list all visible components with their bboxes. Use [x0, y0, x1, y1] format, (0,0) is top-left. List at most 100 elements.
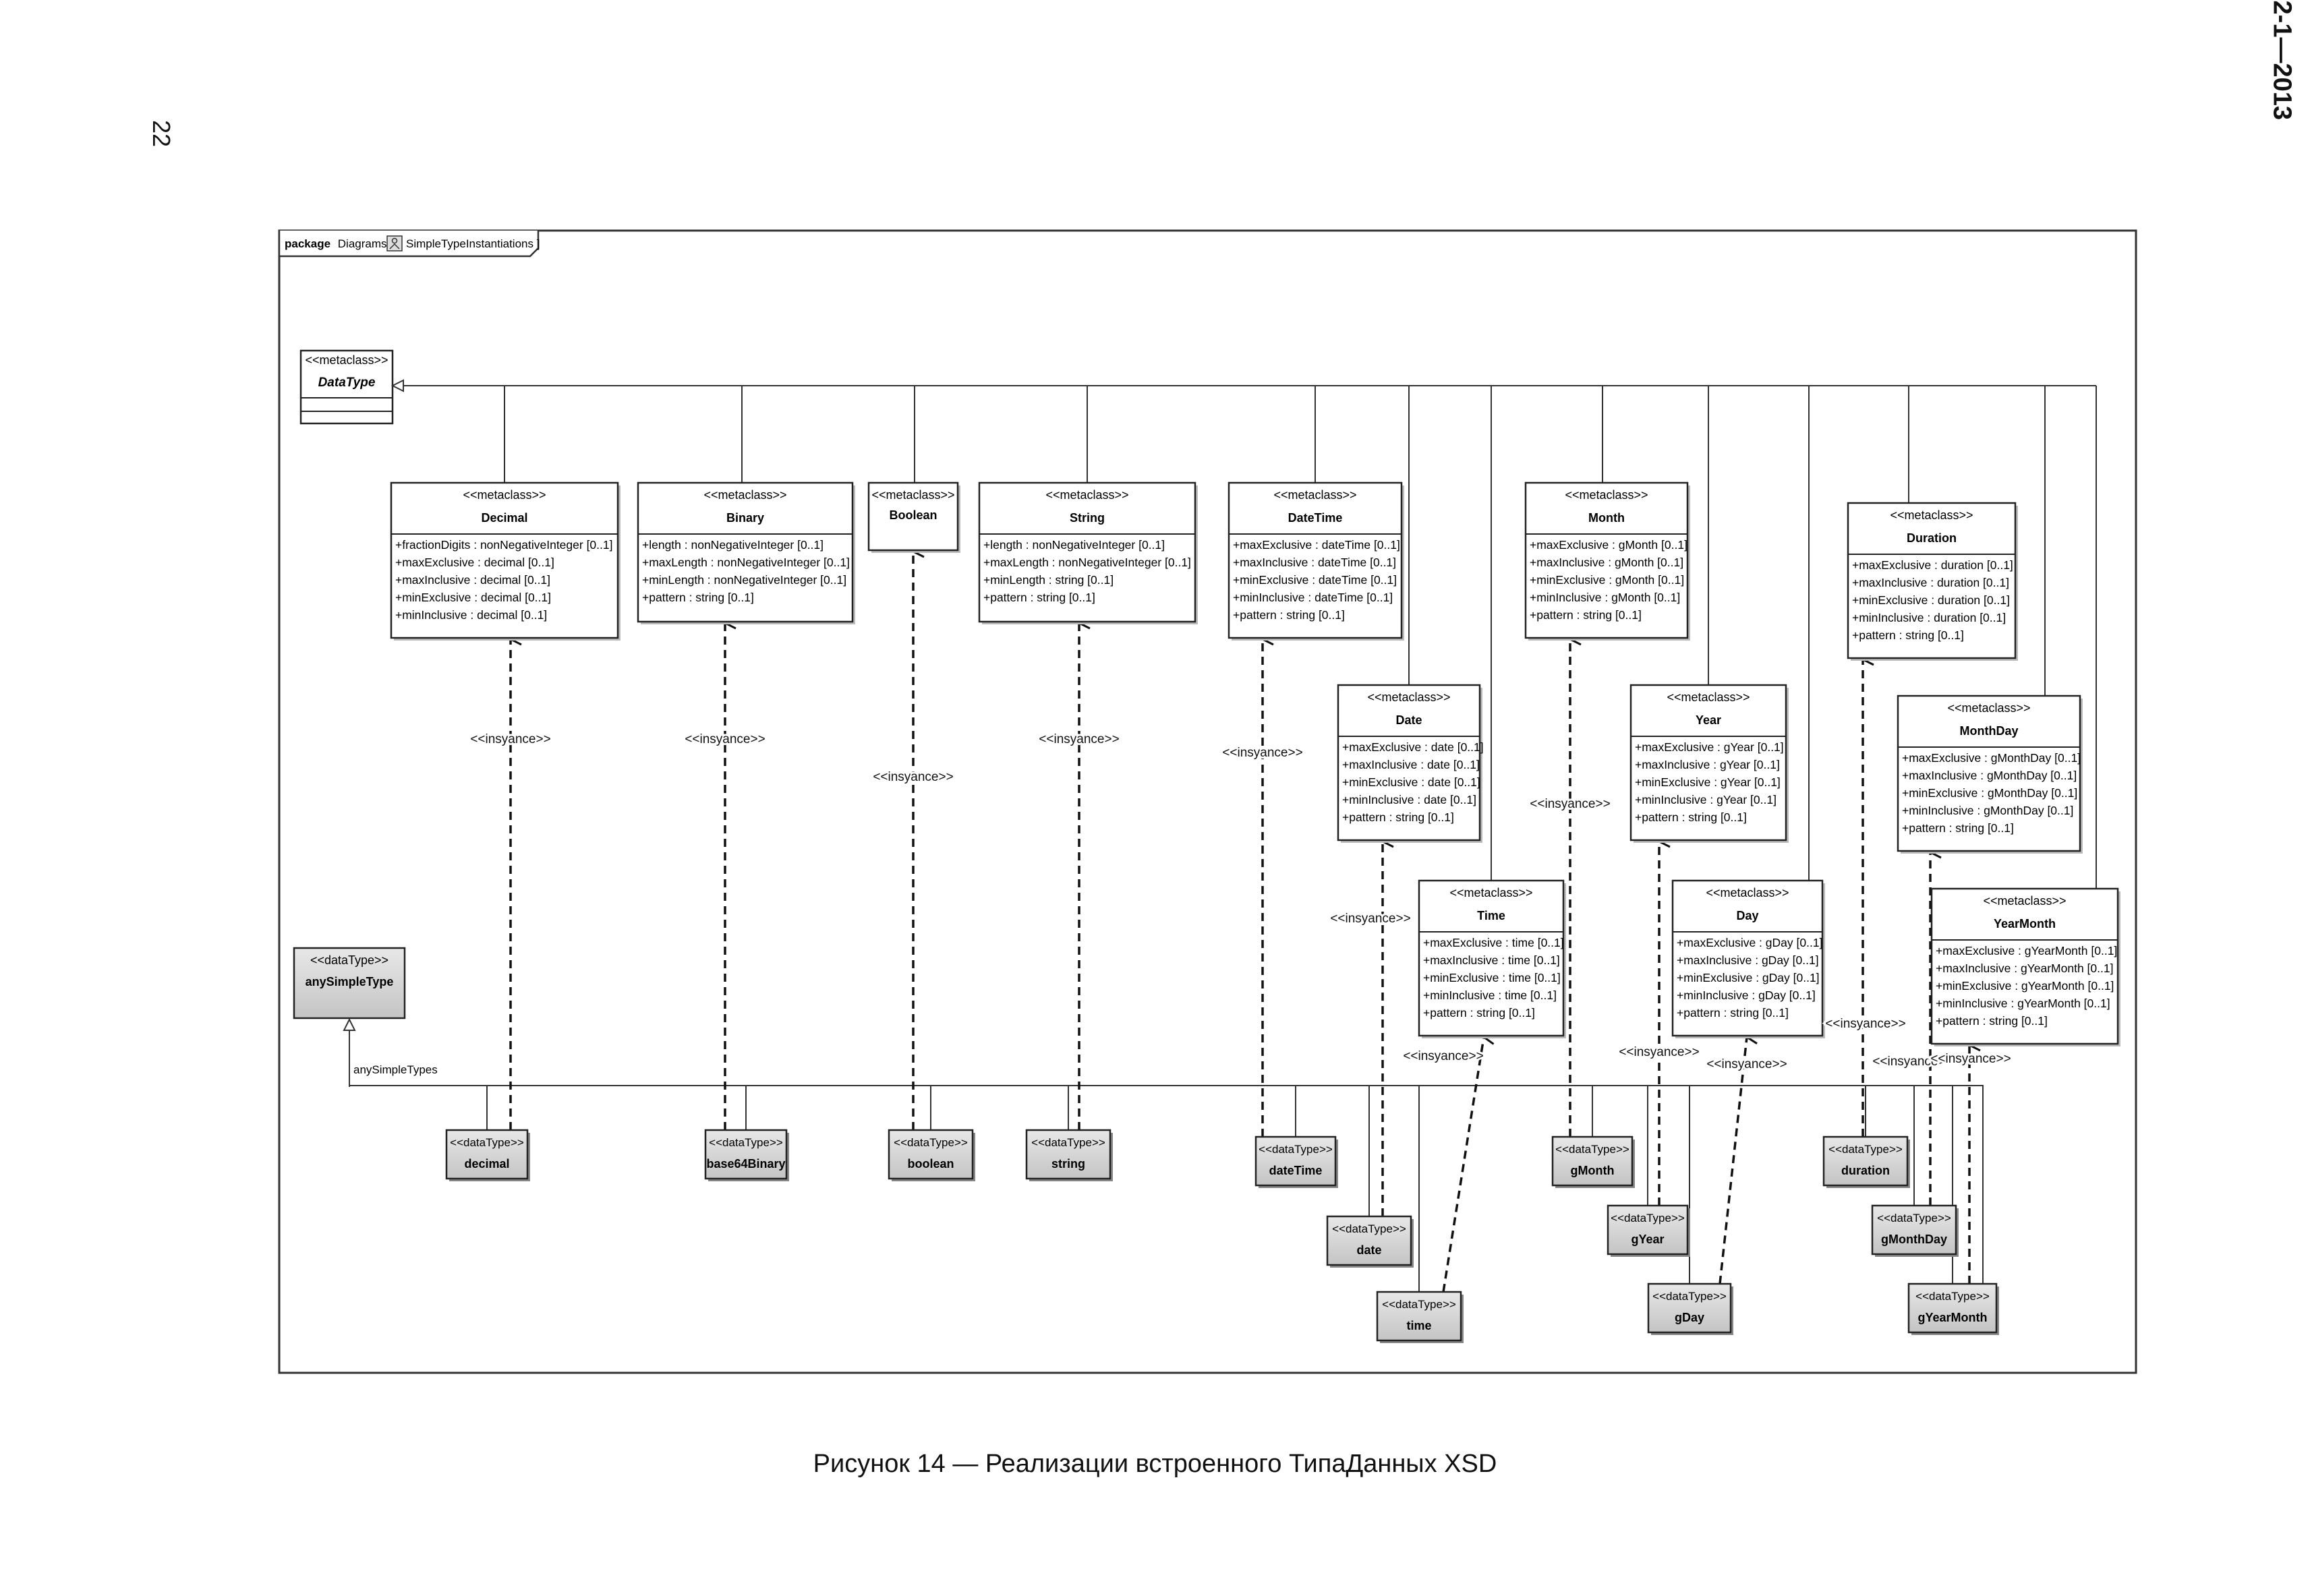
metaclass-datetime[interactable]: <<metaclass>>DateTime+maxExclusive : dat… — [1228, 481, 1404, 641]
box-frame — [1025, 1129, 1111, 1180]
realization-label: <<insyance>> — [1619, 1045, 1699, 1059]
stereotype-label: <<metaclass>> — [871, 488, 954, 502]
datatype-decimal[interactable]: <<dataType>>decimal — [445, 1129, 530, 1181]
realization-label: <<insyance>> — [685, 732, 765, 746]
metaclass-decimal[interactable]: <<metaclass>> Decimal +fractionDigits : no… — [390, 481, 620, 641]
metaclass-day[interactable]: <<metaclass>> Day +maxExclusive : gDay [0.… — [1671, 879, 1825, 1038]
datatype-anysimpletype[interactable]: <<dataType>> anySimpleType — [293, 947, 406, 1019]
metaclass-duration[interactable]: <<metaclass>>Duration+maxExclusive : dur… — [1847, 502, 2018, 661]
attribute: +pattern : string [0..1] — [1635, 810, 1747, 824]
attribute: +pattern : string [0..1] — [1233, 608, 1345, 622]
datatype-gyearmonth[interactable]: <<dataType>>gYearMonth — [1907, 1282, 1999, 1335]
attribute: +maxLength : nonNegativeInteger [0..1] — [642, 556, 850, 569]
stereotype-label: <<metaclass>> — [1890, 508, 1973, 522]
class-name: date — [1356, 1243, 1381, 1257]
box-frame — [1822, 1135, 1909, 1187]
attribute: +minInclusive : gYearMonth [0..1] — [1936, 997, 2110, 1010]
class-name: Decimal — [481, 511, 527, 525]
attribute: +pattern : string [0..1] — [1342, 810, 1454, 824]
box-frame — [1629, 684, 1787, 841]
datatype-date[interactable]: <<dataType>>date — [1326, 1215, 1414, 1268]
datatype-string[interactable]: <<dataType>> string — [1025, 1129, 1113, 1181]
metaclass-boolean[interactable]: <<metaclass>>Boolean — [867, 481, 960, 553]
class-name: base64Binary — [706, 1157, 785, 1171]
class-name: gMonth — [1571, 1164, 1615, 1177]
stereotype-label: <<metaclass>> — [1947, 701, 2030, 715]
stereotype-label: <<dataType>> — [1828, 1143, 1903, 1156]
stereotype-label: <<dataType>> — [894, 1136, 968, 1149]
metaclass-date[interactable]: <<metaclass>>Date+maxExclusive : date [0… — [1337, 684, 1484, 843]
attribute: +maxExclusive : time [0..1] — [1423, 936, 1564, 949]
attribute: +maxInclusive : gMonthDay [0..1] — [1902, 769, 2077, 782]
box-frame — [1254, 1135, 1337, 1187]
association-label: anySimpleTypes — [353, 1063, 438, 1076]
metaclass-string[interactable]: <<metaclass>>String+length : nonNegative… — [978, 481, 1198, 624]
class-name: Year — [1696, 713, 1721, 727]
datatype-datetime[interactable]: <<dataType>>dateTime — [1254, 1135, 1338, 1188]
attribute: +pattern : string [0..1] — [1423, 1006, 1535, 1019]
datatype-base64binary[interactable]: <<dataType>>base64Binary — [704, 1129, 789, 1181]
attribute: +maxInclusive : decimal [0..1] — [395, 573, 550, 587]
stereotype-label: <<metaclass>> — [703, 488, 786, 502]
box-frame — [1647, 1282, 1732, 1334]
realization-label: <<insyance>> — [1930, 1052, 2011, 1066]
attribute: +maxInclusive : dateTime [0..1] — [1233, 556, 1396, 569]
box-frame — [1326, 1215, 1412, 1266]
package-frame — [278, 229, 2137, 1374]
attribute: +minInclusive : gYear [0..1] — [1635, 793, 1777, 806]
diagram-name: SimpleTypeInstantiations ] — [406, 237, 540, 250]
stereotype-label: <<metaclass>> — [1706, 886, 1789, 899]
class-name: string — [1051, 1157, 1085, 1171]
attribute: +minInclusive : gDay [0..1] — [1677, 988, 1816, 1002]
stereotype-label: <<dataType>> — [1652, 1290, 1727, 1303]
stereotype-label: <<metaclass>> — [1565, 488, 1648, 502]
datatype-gyear[interactable]: <<dataType>>gYear — [1607, 1204, 1690, 1257]
package-frame-tab — [278, 231, 540, 258]
datatype-gmonthday[interactable]: <<dataType>>gMonthDay — [1871, 1204, 1959, 1257]
realization-labels: <<insyance>> <<insyance>> <<insyance>> <<in… — [468, 730, 2013, 1073]
generalization-arrowhead-datatype — [391, 379, 404, 392]
attribute: +pattern : string [0..1] — [642, 591, 754, 604]
metaclass-monthday[interactable]: <<metaclass>>MonthDay+maxExclusive : gMo… — [1897, 694, 2083, 854]
class-name: boolean — [907, 1157, 954, 1171]
datatype-time[interactable]: <<dataType>>time — [1376, 1291, 1464, 1343]
box-frame — [888, 1129, 974, 1180]
box-frame — [445, 1129, 529, 1180]
box-frame — [1418, 879, 1565, 1037]
box-frame — [1930, 887, 2119, 1045]
datatype-boolean[interactable]: <<dataType>> boolean — [888, 1129, 975, 1181]
realization-label: <<insyance>> — [1222, 746, 1302, 760]
attribute: +maxInclusive : duration [0..1] — [1852, 576, 2009, 589]
class-name: gDay — [1675, 1311, 1704, 1324]
attribute: +minExclusive : gMonth [0..1] — [1530, 573, 1684, 587]
attribute: +maxExclusive : gDay [0..1] — [1677, 936, 1822, 949]
realization-time-to-time — [1442, 1037, 1484, 1293]
stereotype-label: <<metaclass>> — [463, 488, 546, 502]
class-name: MonthDay — [1960, 724, 2019, 738]
attribute: +minExclusive : gYearMonth [0..1] — [1936, 979, 2114, 993]
attribute: +minExclusive : gYear [0..1] — [1635, 775, 1781, 789]
attribute: +maxExclusive : dateTime [0..1] — [1233, 538, 1400, 552]
attribute: +fractionDigits : nonNegativeInteger [0.… — [395, 538, 612, 552]
metaclass-datatype[interactable]: <<metaclass>> DataType — [299, 349, 394, 425]
metaclass-year[interactable]: <<metaclass>>Year+maxExclusive : gYear [… — [1629, 684, 1789, 843]
datatype-gmonth[interactable]: <<dataType>>gMonth — [1551, 1135, 1635, 1188]
attribute: +maxLength : nonNegativeInteger [0..1] — [983, 556, 1191, 569]
attribute: +maxExclusive : gYear [0..1] — [1635, 740, 1784, 754]
package-frame-label: package Diagrams [ — [285, 237, 393, 250]
attribute: +maxInclusive : gDay [0..1] — [1677, 953, 1819, 967]
datatype-duration[interactable]: <<dataType>>duration — [1822, 1135, 1910, 1188]
document-header: ГОСТ Р ИСО 20022-1—2013 — [2268, 0, 2297, 120]
metaclass-binary[interactable]: <<metaclass>>Binary+length : nonNegative… — [637, 481, 855, 624]
attribute: +minExclusive : dateTime [0..1] — [1233, 573, 1397, 587]
class-name: DateTime — [1288, 511, 1343, 525]
class-name: Day — [1736, 909, 1758, 922]
datatype-gday[interactable]: <<dataType>> gDay — [1647, 1282, 1733, 1335]
metaclass-yearmonth[interactable]: <<metaclass>>YearMonth+maxExclusive : gY… — [1930, 887, 2120, 1046]
metaclass-time[interactable]: <<metaclass>>Time+maxExclusive : time [0… — [1418, 879, 1566, 1038]
stereotype-label: <<dataType>> — [1031, 1136, 1105, 1149]
realization-label: <<insyance>> — [1039, 732, 1119, 746]
class-name: anySimpleType — [306, 975, 394, 988]
metaclass-month[interactable]: <<metaclass>>Month+maxExclusive : gMonth… — [1524, 481, 1690, 641]
